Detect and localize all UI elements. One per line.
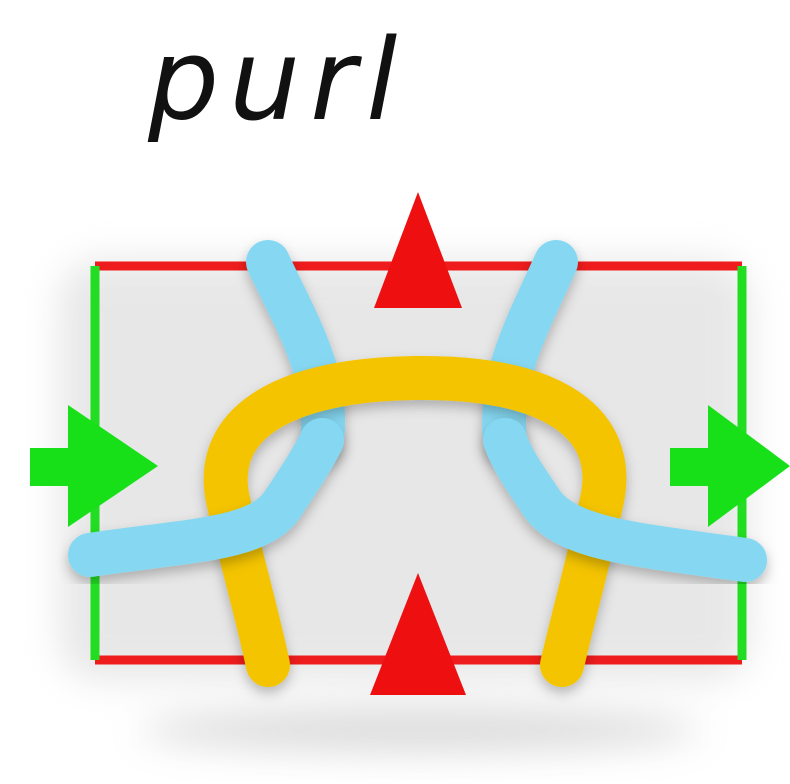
diagram-title: purl bbox=[148, 6, 448, 156]
purl-stitch-diagram bbox=[0, 170, 790, 780]
top-course-arrow-icon bbox=[374, 192, 462, 308]
